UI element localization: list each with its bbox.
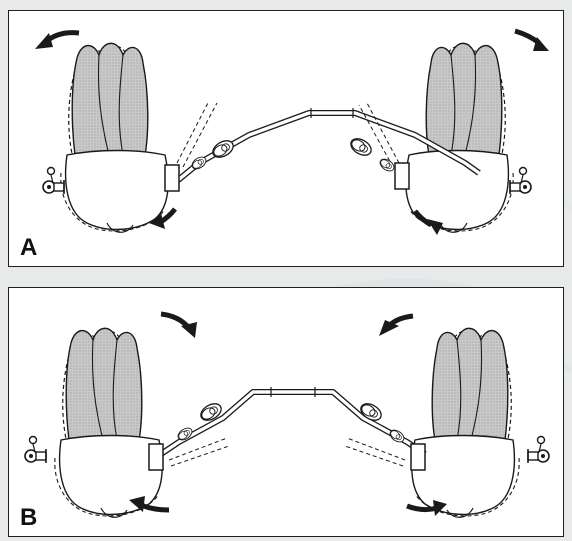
bracket-icon bbox=[528, 437, 549, 464]
rotation-arrow-icon bbox=[515, 31, 539, 43]
lingual-sheath bbox=[165, 165, 179, 191]
lingual-sheath bbox=[411, 444, 425, 470]
spring-coil-icon bbox=[348, 135, 374, 158]
left-molar bbox=[55, 328, 162, 517]
rotation-arrow-icon bbox=[407, 506, 437, 510]
panel-a: A bbox=[8, 10, 564, 267]
panel-a-drawing bbox=[9, 11, 564, 267]
spring-coil-icon bbox=[378, 157, 396, 174]
right-molar bbox=[412, 328, 519, 517]
lingual-sheath bbox=[149, 444, 163, 470]
lingual-sheath bbox=[395, 163, 409, 189]
rotation-arrow-icon bbox=[35, 33, 53, 49]
panel-label-b: B bbox=[20, 506, 37, 530]
transpalatal-arch bbox=[155, 387, 425, 466]
bracket-icon bbox=[25, 437, 46, 464]
panel-b: B bbox=[8, 287, 564, 537]
left-molar bbox=[61, 43, 168, 232]
rotation-arrow-icon bbox=[47, 33, 79, 41]
panel-label-a: A bbox=[20, 236, 37, 260]
panel-b-drawing bbox=[9, 288, 564, 537]
